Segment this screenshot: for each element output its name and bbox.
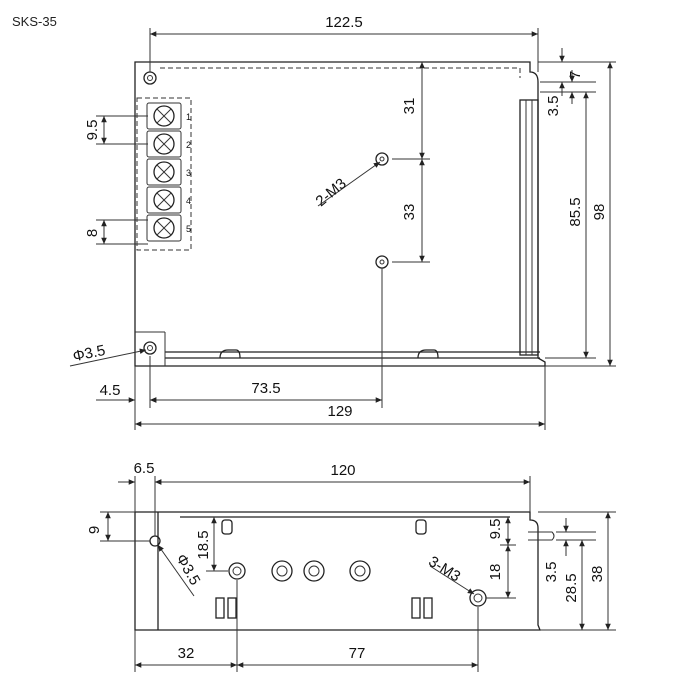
vent-slot: [227, 597, 237, 619]
side-view-body-outline: [134, 511, 541, 631]
dim-side-length: 120: [330, 462, 355, 479]
top-view-body-outline: [134, 61, 546, 367]
vent-slot: [423, 597, 433, 619]
slot-notch: [528, 531, 555, 541]
dim-slot-offset: 7: [567, 71, 584, 79]
vent-slot: [411, 597, 421, 619]
dim-slot-width-side: 3.5: [543, 562, 560, 583]
terminal-number: 2: [186, 140, 191, 150]
label-screw-2-m3: 2-M3: [313, 175, 350, 210]
dim-left-offset: 6.5: [134, 460, 155, 477]
corner-hole-top: [143, 71, 157, 85]
corner-hole-bottom: [143, 341, 157, 355]
dim-right-spacing: 18: [487, 564, 504, 581]
side-mount-hole: [228, 562, 246, 580]
rail-clip-right: [417, 349, 439, 359]
leader-2-m3: [317, 161, 381, 207]
mount-hole-upper: [375, 152, 389, 166]
leader-side-hole: [157, 544, 195, 597]
terminal-screw: [146, 102, 182, 130]
terminal-screw: [146, 186, 182, 214]
dim-terminal-width: 8: [84, 229, 101, 237]
vent-slot: [415, 519, 427, 535]
terminal-screw: [146, 214, 182, 242]
dim-right-top: 9.5: [487, 519, 504, 540]
leader-hole-diameter: [69, 348, 147, 367]
dim-side-mount-spacing: 77: [349, 645, 366, 662]
terminal-screw: [146, 158, 182, 186]
mount-hole-lower: [375, 255, 389, 269]
dim-hole-height: 9: [86, 526, 103, 534]
vent-slot: [215, 597, 225, 619]
dim-hole-offset-left: 4.5: [100, 382, 121, 399]
leader-3-m3: [429, 565, 475, 595]
terminal-number: 1: [186, 112, 191, 122]
dim-inner-height: 85.5: [567, 197, 584, 226]
dim-mount-to-top: 31: [401, 98, 418, 115]
side-knockout: [349, 560, 371, 582]
terminal-number: 5: [186, 224, 191, 234]
dim-overall-length-top: 122.5: [325, 14, 363, 31]
terminal-screw: [146, 130, 182, 158]
terminal-screws: [146, 102, 182, 242]
label-screw-3-m3: 3-M3: [425, 553, 463, 586]
terminal-block-outline: [136, 97, 192, 251]
dim-side-height: 38: [589, 566, 606, 583]
dim-slot-width-top: 3.5: [545, 96, 562, 117]
dim-terminal-pitch: 9.5: [84, 120, 101, 141]
dim-mount-spacing: 33: [401, 204, 418, 221]
dim-mount-x: 73.5: [251, 380, 280, 397]
side-bar: [519, 99, 539, 356]
dim-left-mount: 32: [178, 645, 195, 662]
side-knockout: [271, 560, 293, 582]
side-knockout: [303, 560, 325, 582]
model-title: SKS-35: [12, 14, 57, 29]
label-hole-diameter-top: Φ3.5: [71, 342, 107, 365]
vent-slot: [221, 519, 233, 535]
dim-overall-length-bottom: 129: [327, 403, 352, 420]
dim-slot-height: 28.5: [563, 573, 580, 602]
terminal-number: 3: [186, 168, 191, 178]
dim-overall-height: 98: [591, 204, 608, 221]
rail-clip-left: [219, 349, 241, 359]
dim-mount-height: 18.5: [195, 530, 212, 559]
terminal-number: 4: [186, 196, 191, 206]
top-view: 1 2 3 4 5 122.5 31 33 2-M3 9.5: [69, 14, 616, 430]
side-view: 6.5 120 9 Φ3.5 18.5 9.5 18 3-M3 3.5: [86, 460, 616, 672]
